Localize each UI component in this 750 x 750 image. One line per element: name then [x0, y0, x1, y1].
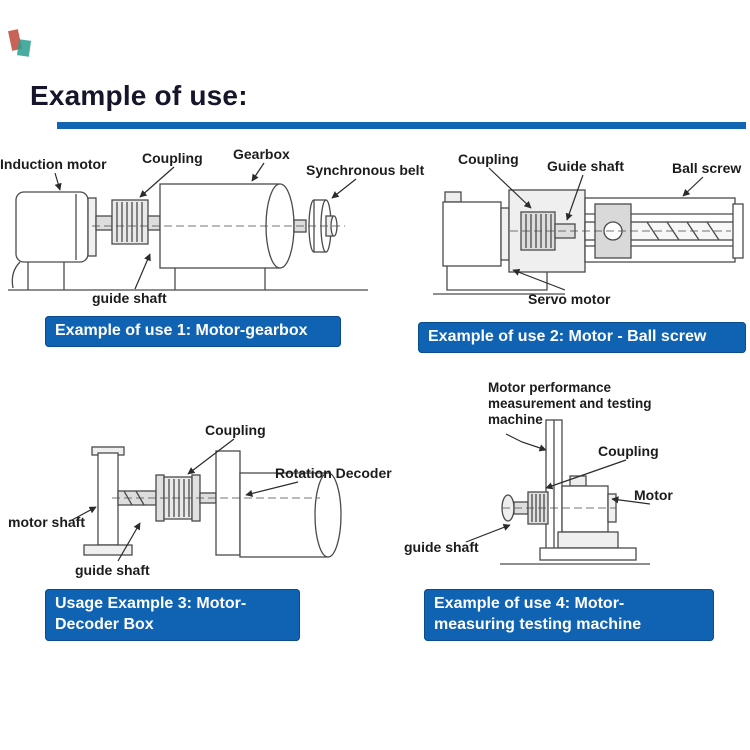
label-motor-shaft: motor shaft	[8, 514, 85, 530]
label-rotation-decoder: Rotation Decoder	[275, 465, 392, 481]
label-coupling-1: Coupling	[142, 150, 203, 166]
title-underline	[57, 122, 746, 129]
motor-gearbox-diagram	[8, 162, 368, 291]
label-guide-shaft-1: guide shaft	[92, 290, 167, 306]
label-guide-shaft-4: guide shaft	[404, 539, 479, 555]
label-testing-machine: Motor performance measurement and testin…	[488, 380, 652, 428]
example-1-panel: Induction motor Coupling Gearbox Synchro…	[0, 140, 424, 318]
label-servo-motor: Servo motor	[528, 291, 611, 307]
label-coupling-2: Coupling	[458, 151, 519, 167]
corner-logo-teal-shape	[16, 39, 32, 57]
motor-decoder-diagram	[71, 438, 342, 562]
label-coupling-4: Coupling	[598, 443, 659, 459]
caption-example-3: Usage Example 3: Motor-Decoder Box	[45, 589, 300, 641]
label-guide-shaft-3: guide shaft	[75, 562, 150, 578]
corner-logo-fragment	[8, 28, 34, 62]
label-motor: Motor	[634, 487, 673, 503]
example-3-panel: Coupling Rotation Decoder motor shaft gu…	[0, 395, 410, 595]
label-coupling-3: Coupling	[205, 422, 266, 438]
motor-ball-screw-diagram	[433, 167, 744, 295]
label-ball-screw: Ball screw	[672, 160, 742, 176]
example-2-panel: Coupling Guide shaft Ball screw Servo mo…	[415, 140, 750, 332]
caption-example-2: Example of use 2: Motor - Ball screw	[418, 322, 746, 353]
label-guide-shaft-2: Guide shaft	[547, 158, 625, 174]
label-induction-motor: Induction motor	[0, 156, 107, 172]
caption-example-1: Example of use 1: Motor-gearbox	[45, 316, 341, 347]
label-synchronous-belt: Synchronous belt	[306, 162, 425, 178]
page-title: Example of use:	[30, 80, 248, 111]
caption-example-4: Example of use 4: Motor-measuring testin…	[424, 589, 714, 641]
label-gearbox: Gearbox	[233, 146, 290, 162]
example-4-panel: Motor performance measurement and testin…	[400, 378, 750, 593]
motor-testing-machine-diagram	[465, 419, 651, 565]
